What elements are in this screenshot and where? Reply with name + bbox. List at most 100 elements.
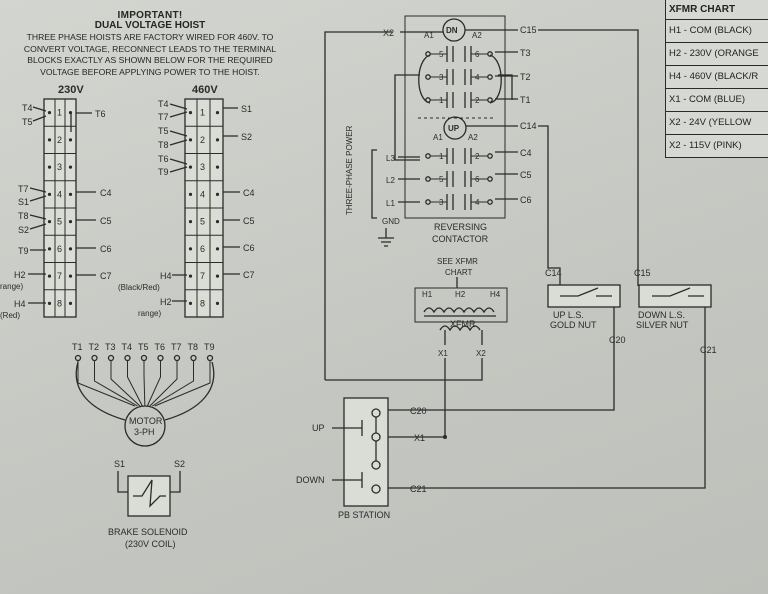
xfmr-chart-row: X2 - 24V (YELLOW [666, 112, 768, 135]
coil-terminal: A1 [424, 31, 434, 40]
contact-terminal [487, 74, 493, 80]
terminal-number: 3 [57, 162, 62, 172]
lead-arrow [28, 249, 46, 304]
terminal-dot [47, 274, 52, 278]
lead-arrow [223, 107, 240, 275]
contact-terminal [487, 176, 493, 182]
xfmr-note: CHART [445, 268, 473, 277]
motor-lead-terminal [140, 354, 148, 362]
brake-solenoid: S1 S2 BRAKE SOLENOID (230V COIL) [108, 459, 188, 549]
terminal-dot [215, 111, 220, 115]
lead-arrow [169, 103, 188, 173]
terminal-dot [47, 138, 52, 142]
contact-terminal [425, 153, 431, 159]
terminal-number: 6 [57, 244, 62, 254]
limit-switches: C14 C15 UP L.S. GOLD NUT DOWN L.S. SILVE… [388, 29, 717, 489]
brake-wire [117, 471, 181, 493]
coil-terminal: A1 [433, 133, 443, 142]
terminal-dot [68, 165, 73, 169]
terminal-dot [188, 192, 193, 196]
terminal-number: 8 [57, 298, 62, 308]
lead-label: H2 [14, 270, 26, 280]
limit-wire-label: C15 [634, 268, 651, 278]
pb-wire-label: C21 [410, 484, 427, 494]
lead-label: S2 [241, 132, 252, 142]
brake-label: BRAKE SOLENOID [108, 527, 188, 537]
c14-wire [538, 125, 561, 286]
lead-label: C6 [243, 243, 255, 253]
xfmr-terminal: H2 [455, 290, 466, 299]
block-230v-label: 230V [58, 84, 84, 96]
supply-label: L2 [386, 176, 395, 185]
terminal-dot [47, 247, 52, 251]
contact-crossover [498, 74, 513, 100]
motor-lead-label: T8 [188, 342, 199, 352]
lead-label: C5 [243, 216, 255, 226]
lead-label: T4 [158, 99, 169, 109]
lead-label: (Red) [0, 311, 20, 320]
terminal-dot [215, 138, 220, 142]
contact-terminal [487, 199, 493, 205]
lead-label: (Black/Red) [118, 283, 160, 292]
terminal-dot [188, 301, 193, 305]
contactor-right-label: C15 [520, 25, 537, 35]
pb-station-box [343, 397, 389, 507]
contactor-right-label: T1 [520, 95, 531, 105]
terminal-dot [215, 301, 220, 305]
terminal-dot [47, 192, 52, 196]
terminal-dot [188, 247, 193, 251]
lead-label: H2 [160, 297, 172, 307]
xfmr-note: SEE XFMR [437, 257, 478, 266]
terminal-dot [68, 274, 73, 278]
motor-lead-label: T9 [204, 342, 215, 352]
xfmr-terminal: X1 [438, 349, 448, 358]
terminal-dot [47, 220, 52, 224]
motor-lead-label: T3 [105, 342, 116, 352]
junction-dot [443, 435, 447, 439]
terminal-number: 3 [200, 162, 205, 172]
pb-up-button [332, 420, 363, 436]
terminal-dot [188, 138, 193, 142]
pb-station-label: PB STATION [338, 510, 390, 520]
motor-lead-terminal [173, 354, 181, 362]
terminal-dot [188, 274, 193, 278]
motor-lead-wire [152, 361, 194, 407]
motor-circle [124, 405, 166, 447]
terminal-dot [188, 111, 193, 115]
limit-wire-label: C20 [609, 335, 626, 345]
xfmr-terminal: H4 [490, 290, 501, 299]
xfmr-chart-title: XFMR CHART [666, 0, 768, 20]
motor-lead-wire [127, 361, 143, 407]
pb-wire-label: X1 [414, 433, 425, 443]
supply-label: L3 [386, 154, 395, 163]
lead-arrow [29, 187, 47, 230]
terminal-dot [215, 247, 220, 251]
xfmr-chart-table: XFMR CHART H1 - COM (BLACK) H2 - 230V (O… [665, 0, 768, 158]
terminal-dot [68, 192, 73, 196]
lead-label: H4 [14, 299, 26, 309]
motor-lead-wire [94, 361, 138, 407]
up-limit-switch [547, 284, 621, 308]
brake-terminal-label: S2 [174, 459, 185, 469]
lead-label: C5 [100, 216, 112, 226]
terminal-dot [68, 247, 73, 251]
terminal-dot [215, 274, 220, 278]
notice-line: BLOCKS EXACTLY AS SHOWN BELOW FOR THE RE… [27, 55, 273, 65]
motor-lead-terminal [206, 354, 214, 362]
motor-lead-terminal [74, 354, 82, 362]
limit-wire-label: C14 [545, 268, 562, 278]
terminal-dot [47, 111, 52, 115]
contact-terminal [425, 74, 431, 80]
terminal-dot [188, 220, 193, 224]
motor-lead-label: T1 [72, 342, 83, 352]
lead-label: range) [138, 309, 161, 318]
terminal-number: 2 [57, 135, 62, 145]
pb-station: UP DOWN C20 X1 C21 PB STATION [296, 397, 447, 520]
terminal-number: 7 [57, 271, 62, 281]
contactor-label: REVERSING [434, 222, 487, 232]
terminal-dot [47, 165, 52, 169]
motor-lead-label: T4 [122, 342, 133, 352]
lead-label: H4 [160, 271, 172, 281]
